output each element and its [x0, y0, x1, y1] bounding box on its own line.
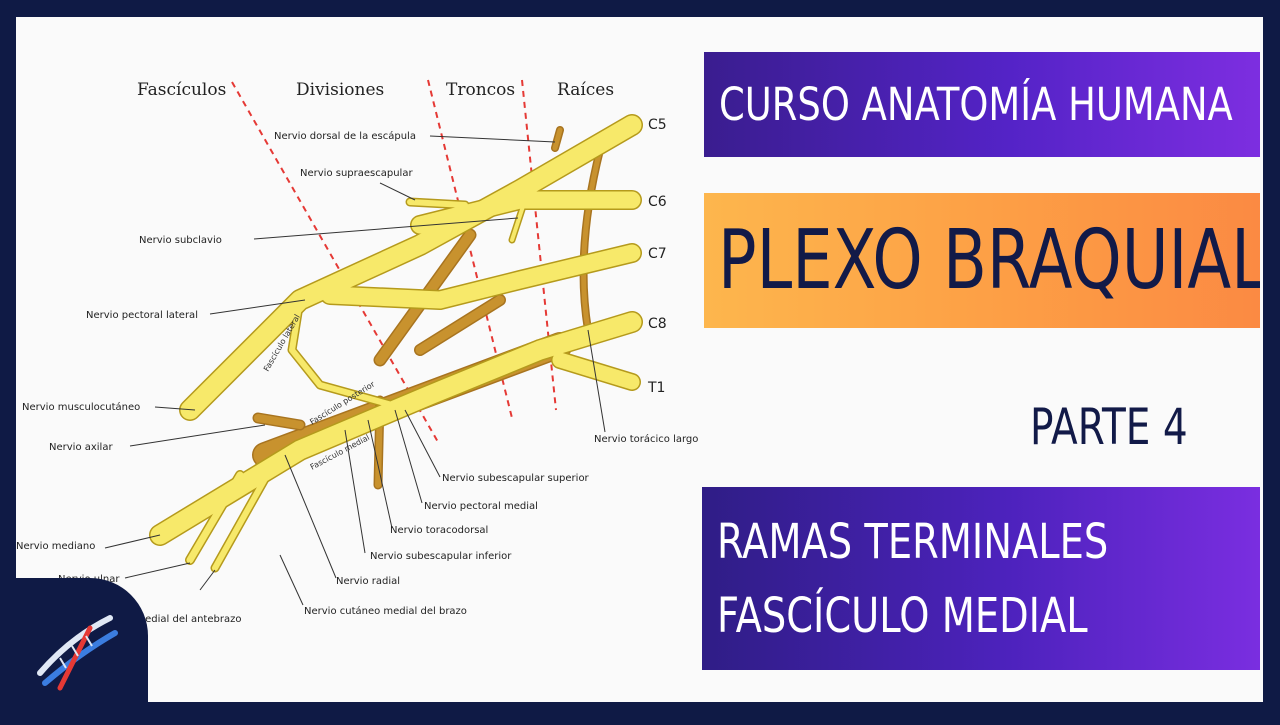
subtitle-line-2: FASCÍCULO MEDIAL — [717, 587, 1088, 644]
subtitle-line-1: RAMAS TERMINALES — [717, 513, 1109, 570]
header-fasciculos: Fascículos — [137, 80, 226, 100]
part-text: PARTE 4 — [1030, 398, 1188, 456]
brachial-plexus-diagram: Fascículos Divisiones Troncos Raíces C5 … — [16, 79, 698, 625]
label-pectoral-medial: Nervio pectoral medial — [424, 501, 538, 512]
course-title: CURSO ANATOMÍA HUMANA — [719, 78, 1233, 131]
main-title: PLEXO BRAQUIAL — [718, 213, 1260, 308]
nerve-trunks — [149, 114, 643, 573]
course-banner: CURSO ANATOMÍA HUMANA — [704, 52, 1260, 157]
root-c8: C8 — [648, 316, 667, 332]
label-subescapular-superior: Nervio subescapular superior — [442, 473, 590, 484]
label-pectoral-lateral: Nervio pectoral lateral — [86, 310, 198, 321]
label-axilar: Nervio axilar — [49, 442, 113, 453]
label-toracico-largo: Nervio torácico largo — [594, 433, 698, 445]
header-raices: Raíces — [557, 80, 614, 100]
title-banner: PLEXO BRAQUIAL — [704, 193, 1260, 328]
leader-lines — [104, 135, 606, 606]
part-label: PARTE 4 — [1030, 398, 1232, 456]
channel-logo — [0, 578, 148, 720]
root-t1: T1 — [647, 380, 665, 396]
label-dorsal-escapula: Nervio dorsal de la escápula — [274, 130, 416, 142]
label-musculocutaneo: Nervio musculocutáneo — [22, 401, 140, 413]
root-c7: C7 — [648, 246, 667, 262]
root-c6: C6 — [648, 194, 667, 210]
label-supraescapular: Nervio supraescapular — [300, 168, 413, 179]
root-c5: C5 — [648, 117, 667, 133]
label-subescapular-inferior: Nervio subescapular inferior — [370, 551, 512, 562]
header-troncos: Troncos — [446, 80, 515, 100]
dna-icon — [0, 578, 148, 720]
label-toracodorsal: Nervio toracodorsal — [390, 525, 488, 536]
label-subclavio: Nervio subclavio — [139, 235, 222, 246]
subtitle-banner: RAMAS TERMINALES FASCÍCULO MEDIAL — [702, 487, 1260, 670]
label-radial: Nervio radial — [336, 576, 400, 587]
label-cutaneo-brazo: Nervio cutáneo medial del brazo — [304, 605, 467, 617]
label-mediano: Nervio mediano — [16, 541, 95, 552]
header-divisiones: Divisiones — [296, 80, 384, 100]
